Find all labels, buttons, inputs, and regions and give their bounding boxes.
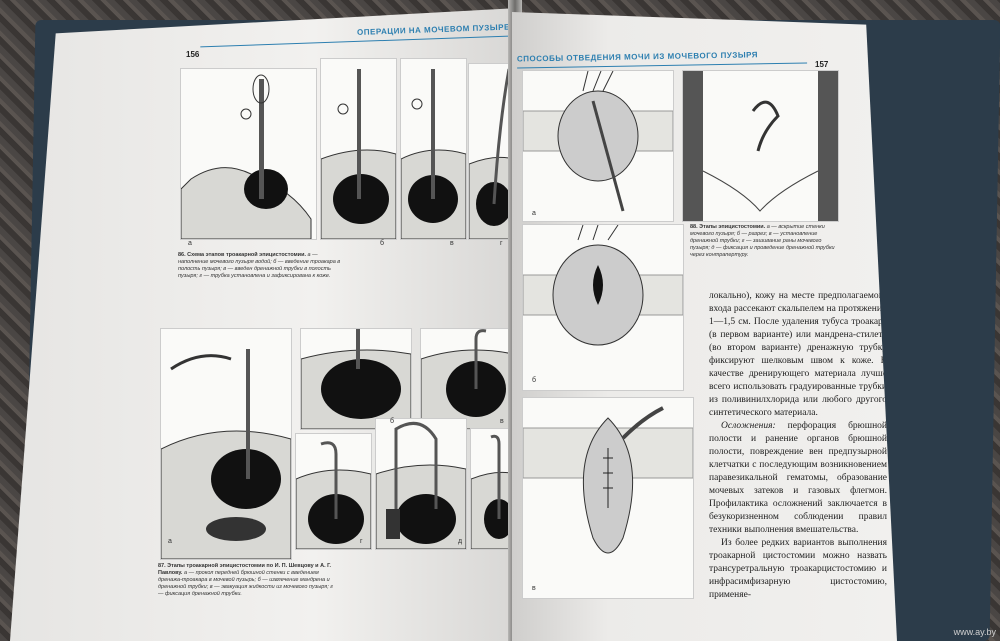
right-page-number: 157 (815, 60, 829, 69)
figure-86-panel-d (468, 63, 515, 240)
figure-86-panel-c (400, 58, 467, 240)
figure-87-panel-c (420, 328, 514, 430)
fig86-letter-a: а (188, 240, 192, 247)
figure-86-panel-b (320, 58, 397, 240)
body-paragraph-2: Осложнения: перфорация брюшной полости и… (709, 420, 887, 537)
complications-label: Осложнения: (721, 421, 776, 431)
fig87-letter-a: а (168, 538, 172, 545)
right-header-text: СПОСОБЫ ОТВЕДЕНИЯ МОЧИ ИЗ МОЧЕВОГО ПУЗЫР… (516, 50, 759, 64)
left-page-number: 156 (186, 50, 200, 59)
left-header-text: ОПЕРАЦИИ НА МОЧЕВОМ ПУЗЫРЕ (356, 22, 510, 37)
fig88-letter-c: в (532, 585, 536, 592)
figure-87-caption: 87. Этапы троакарной эпицистостомии по И… (158, 563, 333, 598)
left-page-header: ОПЕРАЦИИ НА МОЧЕВОМ ПУЗЫРЕ (200, 22, 511, 48)
figure-88-caption-title: 88. Этапы эпицистостомии. (690, 224, 766, 230)
watermark: www.ay.by (953, 627, 996, 637)
figure-88-caption-body: а — вскрытие стенки мочевого пузыря; б —… (690, 224, 835, 258)
figure-86-caption-title: 86. Схема этапов троакарной эпицистостом… (178, 252, 306, 258)
figure-87-caption-body: а — прокол передней брюшной стенки с вве… (158, 570, 334, 597)
figure-86-caption-body: а — наполнение мочевого пузыря водой; б … (178, 252, 341, 279)
fig88-letter-b: б (532, 377, 537, 384)
figure-87-panel-a (160, 328, 292, 560)
figure-88-panel-a (522, 70, 674, 222)
figure-87-caption-title: 87. Этапы троакарной эпицистостомии по И… (158, 563, 332, 576)
figure-88-panel-c (522, 397, 694, 599)
figure-88-panel-torso (682, 70, 839, 222)
figure-87-panel-b (300, 328, 412, 430)
right-page: СПОСОБЫ ОТВЕДЕНИЯ МОЧИ ИЗ МОЧЕВОГО ПУЗЫР… (512, 12, 897, 641)
figure-87-panel-e (375, 418, 467, 550)
fig87-letter-e: д (458, 538, 463, 545)
figure-86-caption: 86. Схема этапов троакарной эпицистостом… (178, 252, 348, 280)
fig88-letter-a: а (532, 210, 536, 217)
body-paragraph-1: локально), кожу на месте предполагаемого… (709, 291, 887, 418)
fig87-letter-d: г (360, 538, 363, 545)
figure-86-panel-a (180, 68, 317, 240)
fig86-letter-b: б (380, 240, 385, 247)
body-paragraph-3: Из более редких вариантов выполнения тро… (709, 538, 887, 600)
body-paragraph-2-text: перфорация брюшной полости и ранение орг… (709, 421, 888, 535)
right-page-header: СПОСОБЫ ОТВЕДЕНИЯ МОЧИ ИЗ МОЧЕВОГО ПУЗЫР… (516, 49, 808, 69)
left-page: 156 ОПЕРАЦИИ НА МОЧЕВОМ ПУЗЫРЕ (10, 8, 518, 641)
figure-87-panel-d (295, 433, 372, 550)
fig86-letter-c: в (450, 240, 454, 247)
figure-88-caption: 88. Этапы эпицистостомии. а — вскрытие с… (690, 224, 840, 259)
fig87-letter-b: б (390, 418, 395, 425)
fig87-letter-c: в (500, 418, 504, 425)
fig86-letter-d: г (500, 240, 503, 247)
figure-88-panel-b (522, 224, 684, 391)
body-text: локально), кожу на месте предполагаемого… (709, 290, 887, 602)
